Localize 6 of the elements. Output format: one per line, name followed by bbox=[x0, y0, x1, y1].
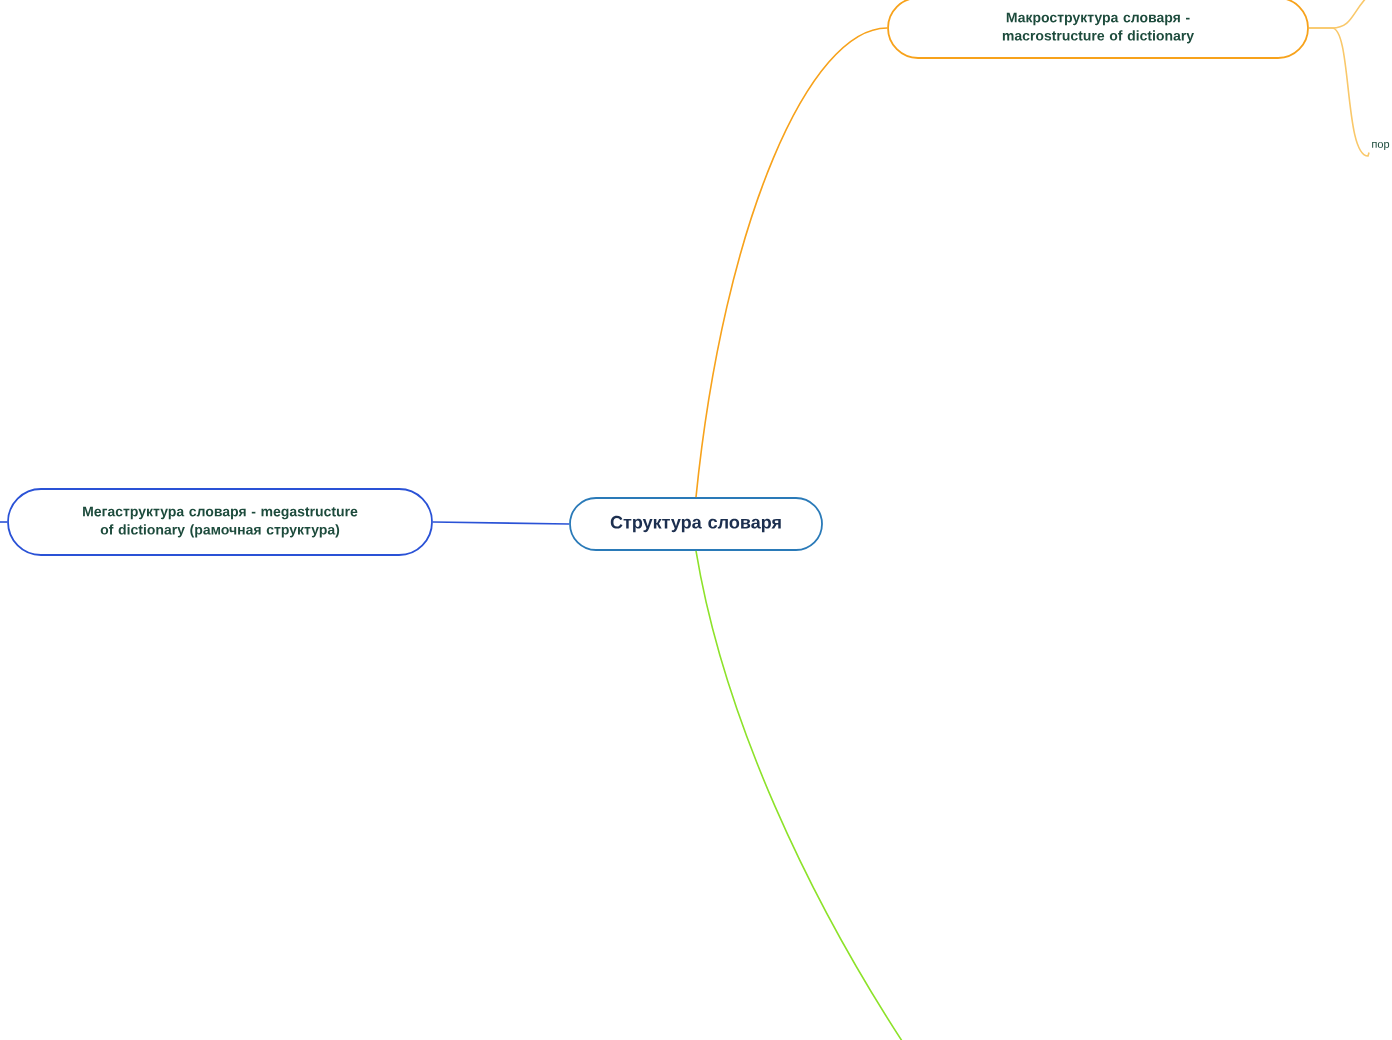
topic-box: Структура словаря bbox=[569, 497, 823, 551]
connector bbox=[1308, 0, 1369, 29]
connector bbox=[695, 550, 905, 1040]
connector bbox=[695, 27, 888, 498]
connector bbox=[0, 521, 8, 523]
connector bbox=[432, 521, 570, 525]
